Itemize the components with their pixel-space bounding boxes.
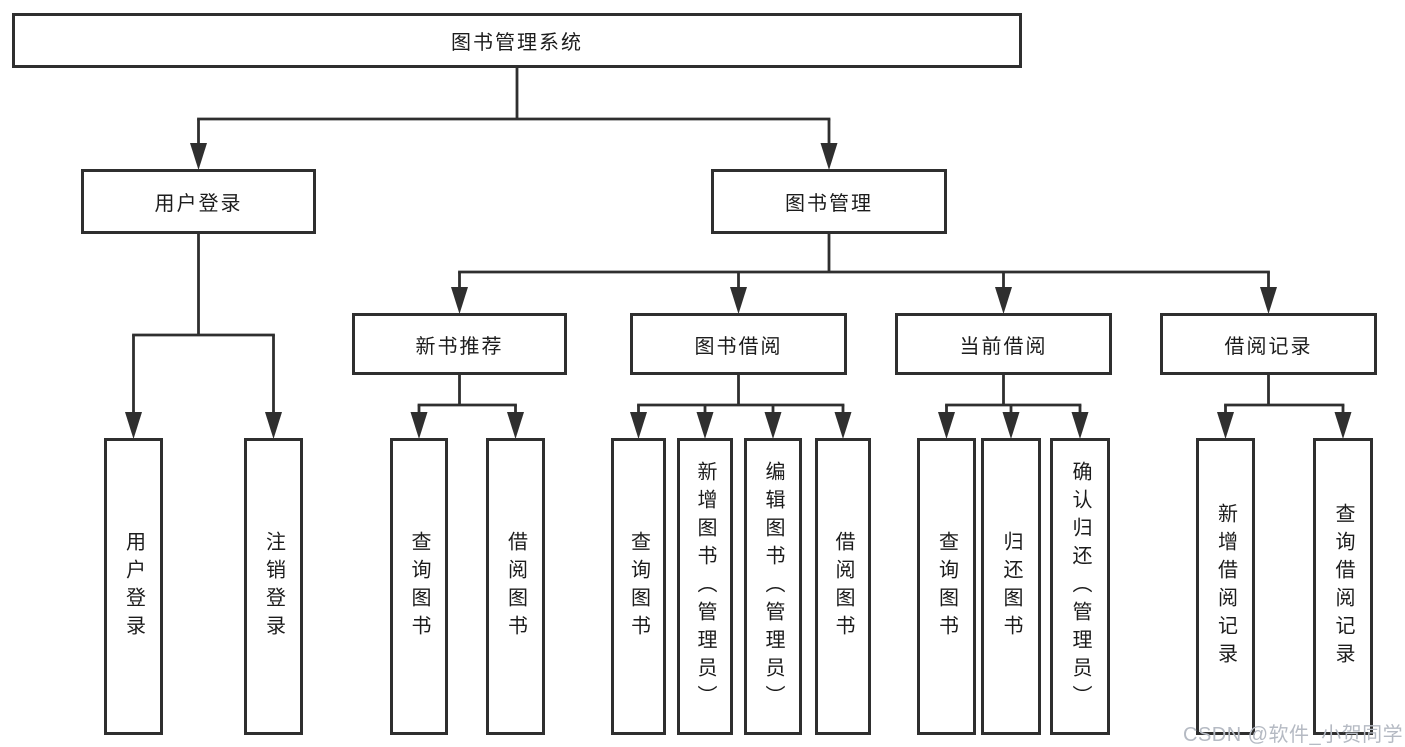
arrowhead-icon [834, 412, 852, 439]
watermark: CSDN @软件_小贺同学 [1183, 724, 1404, 746]
node-label: 查询借阅记录 [1332, 502, 1354, 671]
arrowhead-icon [265, 412, 282, 439]
node-leaf-login-1: 用户登录 [104, 438, 163, 735]
node-label: 图书管理系统 [451, 32, 583, 54]
arrowhead-icon [507, 412, 524, 439]
arrowhead-icon [1260, 287, 1277, 314]
node-label: 查询图书 [627, 530, 650, 643]
node-label: 借阅记录 [1224, 335, 1313, 358]
arrowhead-icon [1217, 412, 1234, 439]
node-label: 注销登录 [262, 530, 285, 643]
node-label: 编辑图书（管理员） [762, 460, 784, 713]
node-leaf-rec-2: 借阅图书 [486, 438, 545, 735]
arrowhead-icon [1334, 412, 1352, 439]
node-label: 用户登录 [122, 530, 145, 643]
node-leaf-records-1: 新增借阅记录 [1196, 438, 1255, 735]
arrowhead-icon [764, 412, 782, 439]
arrowhead-icon [1071, 412, 1089, 439]
node-label: 新增借阅记录 [1214, 502, 1237, 671]
node-label: 借阅图书 [504, 530, 527, 643]
node-label: 新增图书（管理员） [694, 460, 716, 713]
node-label: 确认归还（管理员） [1069, 460, 1091, 713]
node-label: 新书推荐 [415, 335, 504, 358]
arrowhead-icon [938, 412, 955, 439]
arrowhead-icon [125, 412, 142, 439]
node-label: 图书借阅 [694, 335, 783, 358]
arrowhead-icon [190, 143, 207, 170]
node-leaf-borrow-3: 编辑图书（管理员） [744, 438, 802, 735]
arrowhead-icon [696, 412, 714, 439]
node-label: 借阅图书 [832, 530, 854, 643]
node-label: 查询图书 [935, 530, 958, 643]
node-leaf-borrow-4: 借阅图书 [815, 438, 871, 735]
node-label: 用户登录 [154, 193, 243, 215]
node-login: 用户登录 [81, 169, 316, 234]
node-root: 图书管理系统 [12, 13, 1022, 68]
node-records: 借阅记录 [1160, 313, 1377, 375]
node-leaf-borrow-1: 查询图书 [611, 438, 666, 735]
arrowhead-icon [630, 412, 647, 439]
node-label: 归还图书 [1000, 530, 1022, 643]
node-label: 图书管理 [785, 193, 873, 215]
node-leaf-current-2: 归还图书 [981, 438, 1041, 735]
node-leaf-login-2: 注销登录 [244, 438, 303, 735]
node-leaf-current-1: 查询图书 [917, 438, 976, 735]
node-label: 当前借阅 [959, 335, 1048, 358]
node-borrow: 图书借阅 [630, 313, 847, 375]
arrowhead-icon [730, 287, 747, 314]
node-leaf-borrow-2: 新增图书（管理员） [677, 438, 733, 735]
node-current: 当前借阅 [895, 313, 1112, 375]
arrowhead-icon [1002, 412, 1020, 439]
arrowhead-icon [410, 412, 428, 439]
node-rec: 新书推荐 [352, 313, 567, 375]
arrowhead-icon [820, 143, 838, 170]
node-leaf-current-3: 确认归还（管理员） [1050, 438, 1110, 735]
node-mgmt: 图书管理 [711, 169, 947, 234]
arrowhead-icon [995, 287, 1012, 314]
arrowhead-icon [451, 287, 468, 314]
node-leaf-records-2: 查询借阅记录 [1313, 438, 1373, 735]
node-leaf-rec-1: 查询图书 [390, 438, 448, 735]
node-label: 查询图书 [408, 530, 430, 643]
